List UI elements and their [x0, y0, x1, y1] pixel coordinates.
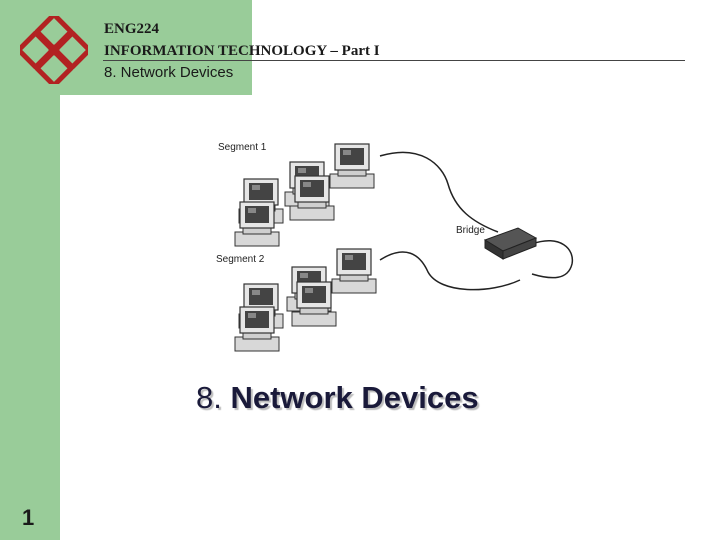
course-title: INFORMATION TECHNOLOGY – Part I: [104, 43, 380, 59]
slide-title: 8. Network Devices: [196, 380, 479, 416]
segment-2-label: Segment 2: [216, 254, 265, 265]
slide-title-number: 8.: [196, 380, 222, 415]
page-number: 1: [22, 505, 35, 530]
bridge-device: [483, 227, 538, 260]
left-sidebar: [0, 0, 60, 540]
polyu-logo-icon: [20, 16, 88, 84]
segment-1-computers: [234, 143, 375, 247]
bridge-label: Bridge: [456, 225, 485, 236]
topic-subtitle: 8. Network Devices: [104, 64, 234, 81]
slide-title-text: Network Devices: [230, 380, 479, 415]
header-bar: [60, 0, 252, 95]
header-divider: [103, 60, 685, 61]
bridge-network-figure: Segment 1 Segment 2 Bridge: [216, 142, 574, 352]
course-code: ENG224: [104, 21, 160, 37]
segment-1-label: Segment 1: [218, 142, 267, 153]
